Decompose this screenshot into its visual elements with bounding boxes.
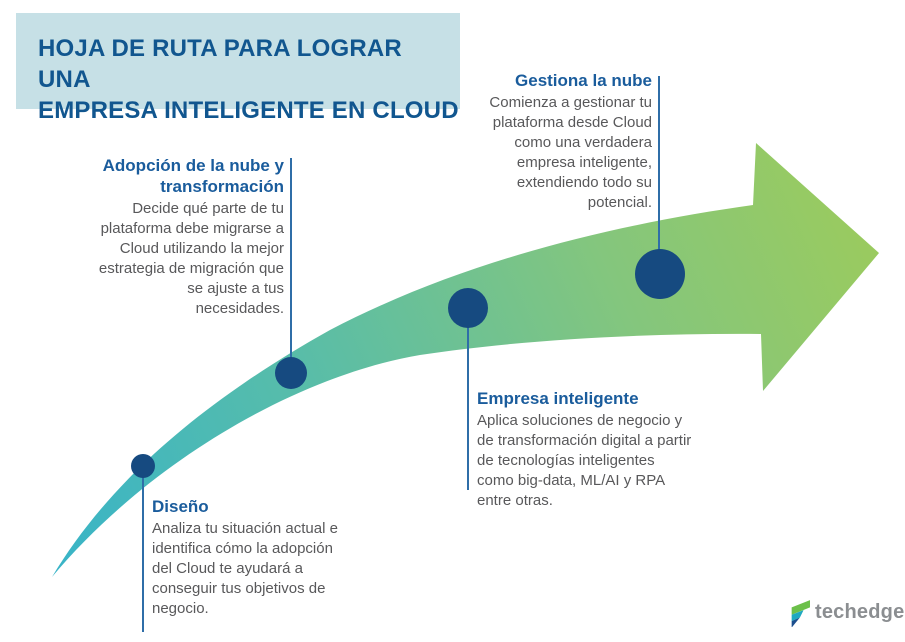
title-box: HOJA DE RUTA PARA LOGRAR UNA EMPRESA INT… [16, 13, 460, 124]
techedge-wordmark: techedge [815, 601, 905, 623]
milestone-diseno: Diseño Analiza tu situación actual e ide… [152, 496, 348, 619]
connector-line-diseno [142, 476, 144, 632]
milestone-adopcion-body: Decide qué parte de tu plataforma debe m… [98, 200, 284, 317]
milestone-dot-empresa [448, 288, 488, 328]
connector-line-gestiona [658, 76, 660, 254]
techedge-logo: techedge [788, 597, 904, 627]
milestone-diseno-body: Analiza tu situación actual e identifica… [152, 520, 338, 617]
milestone-adopcion: Adopción de la nube y transformación Dec… [96, 155, 284, 319]
connector-line-empresa [467, 326, 469, 490]
milestone-adopcion-heading: Adopción de la nube y transformación [102, 156, 284, 196]
techedge-logo-icon [791, 600, 810, 627]
page-title-line1: HOJA DE RUTA PARA LOGRAR UNA [38, 35, 402, 93]
milestone-empresa-heading: Empresa inteligente [477, 389, 639, 408]
milestone-gestiona-heading: Gestiona la nube [515, 71, 652, 90]
milestone-dot-diseno [131, 454, 155, 478]
page-title-line2: EMPRESA INTELIGENTE EN CLOUD [38, 97, 459, 124]
milestone-diseno-heading: Diseño [152, 497, 209, 516]
connector-line-adopcion [290, 158, 292, 362]
milestone-dot-adopcion [275, 357, 307, 389]
milestone-gestiona: Gestiona la nube Comienza a gestionar tu… [480, 70, 652, 213]
milestone-gestiona-body: Comienza a gestionar tu plataforma desde… [489, 94, 652, 211]
milestone-empresa: Empresa inteligente Aplica soluciones de… [477, 388, 693, 511]
milestone-empresa-body: Aplica soluciones de negocio y de transf… [477, 412, 692, 509]
milestone-dot-gestiona [635, 249, 685, 299]
